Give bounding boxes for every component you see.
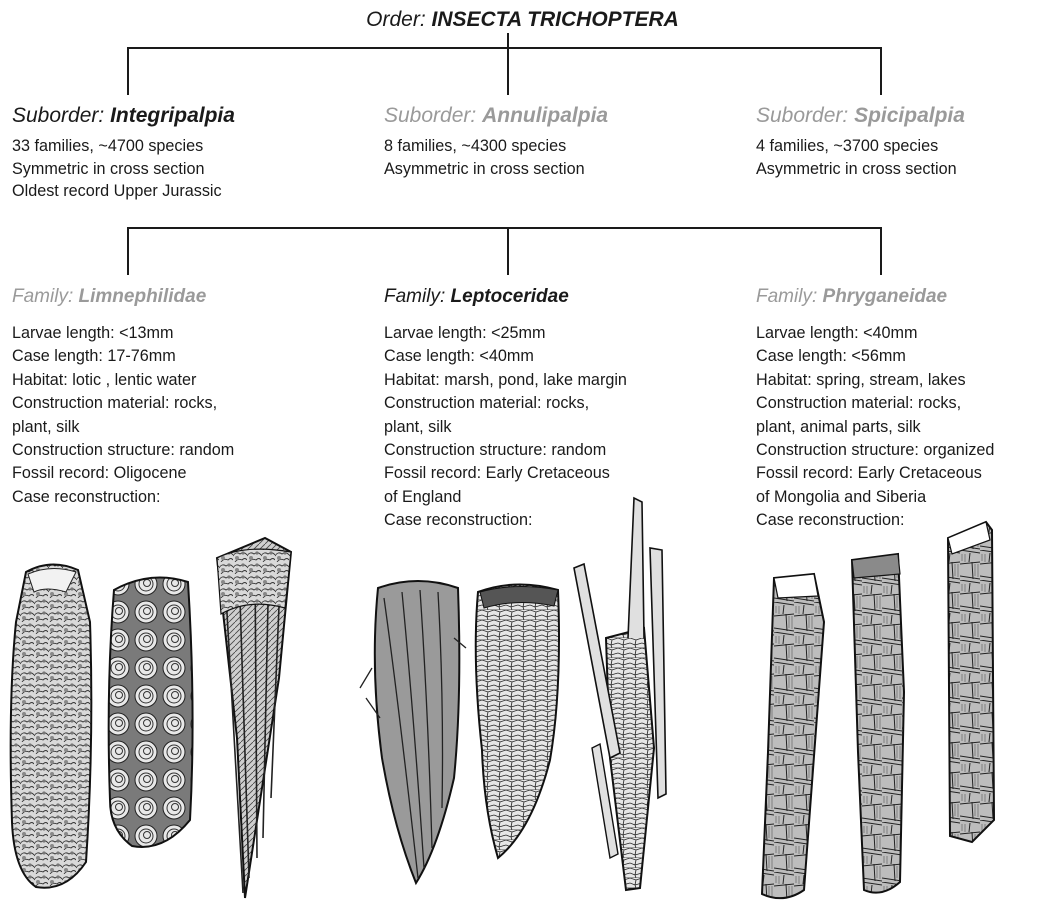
case-illustration-sand (470, 580, 566, 862)
order-prefix: Order: (366, 8, 426, 31)
info-line: Construction structure: random (12, 439, 234, 462)
case-illustration-plated-1 (754, 572, 830, 904)
connector-family-bar (127, 227, 882, 229)
suborder-info: 33 families, ~4700 species Symmetric in … (12, 135, 235, 203)
connector-suborder-bar (127, 47, 882, 49)
suborder-prefix: Suborder: (12, 104, 104, 127)
info-line: Fossil record: Early Cretaceous (384, 462, 627, 485)
suborder-name: Spicipalpia (854, 104, 965, 127)
family-leptoceridae: Family: Leptoceridae Larvae length: <25m… (384, 286, 627, 533)
family-phryganeidae: Family: Phryganeidae Larvae length: <40m… (756, 286, 994, 533)
family-heading: Family: Limnephilidae (12, 286, 234, 308)
info-line: Asymmetric in cross section (384, 158, 608, 181)
suborder-heading: Suborder: Annulipalpia (384, 104, 608, 128)
case-illustration-shell (104, 570, 198, 855)
info-line: of Mongolia and Siberia (756, 486, 994, 509)
family-info: Larvae length: <13mm Case length: 17-76m… (12, 322, 234, 509)
info-line: Case length: <40mm (384, 345, 627, 368)
suborder-info: 4 families, ~3700 species Asymmetric in … (756, 135, 965, 180)
connector-family-1 (127, 227, 129, 275)
connector-family-3 (880, 227, 882, 275)
info-line: 33 families, ~4700 species (12, 135, 235, 158)
info-line: Fossil record: Oligocene (12, 462, 234, 485)
connector-suborder-2 (507, 47, 509, 95)
suborder-spicipalpia: Suborder: Spicipalpia 4 families, ~3700 … (756, 104, 965, 180)
info-line: 8 families, ~4300 species (384, 135, 608, 158)
family-prefix: Family: (384, 286, 445, 307)
order-name: INSECTA TRICHOPTERA (432, 8, 679, 31)
info-line: Case length: <56mm (756, 345, 994, 368)
case-illustration-sticks (205, 538, 297, 903)
suborder-name: Integripalpia (110, 104, 235, 127)
family-limnephilidae: Family: Limnephilidae Larvae length: <13… (12, 286, 234, 509)
info-line: plant, silk (384, 416, 627, 439)
info-line: Construction structure: random (384, 439, 627, 462)
info-line: plant, animal parts, silk (756, 416, 994, 439)
info-line: Habitat: marsh, pond, lake margin (384, 369, 627, 392)
suborder-prefix: Suborder: (384, 104, 476, 127)
info-line: Construction material: rocks, (756, 392, 994, 415)
info-line: Construction material: rocks, (12, 392, 234, 415)
family-prefix: Family: (12, 286, 73, 307)
suborder-prefix: Suborder: (756, 104, 848, 127)
connector-suborder-3 (880, 47, 882, 95)
case-illustration-plated-3 (940, 520, 1002, 850)
info-line: Asymmetric in cross section (756, 158, 965, 181)
family-prefix: Family: (756, 286, 817, 307)
info-line: Larvae length: <25mm (384, 322, 627, 345)
case-illustration-long-sticks (570, 498, 682, 893)
case-illustration-pebble (6, 562, 96, 897)
suborder-heading: Suborder: Spicipalpia (756, 104, 965, 128)
suborder-heading: Suborder: Integripalpia (12, 104, 235, 128)
connector-family-2 (507, 227, 509, 275)
info-line: 4 families, ~3700 species (756, 135, 965, 158)
info-line: Construction structure: organized (756, 439, 994, 462)
info-line: Fossil record: Early Cretaceous (756, 462, 994, 485)
suborder-name: Annulipalpia (482, 104, 608, 127)
order-title: Order: INSECTA TRICHOPTERA (0, 8, 1045, 32)
suborder-integripalpia: Suborder: Integripalpia 33 families, ~47… (12, 104, 235, 203)
info-line: plant, silk (12, 416, 234, 439)
info-line: Larvae length: <40mm (756, 322, 994, 345)
info-line: Habitat: lotic , lentic water (12, 369, 234, 392)
family-heading: Family: Phryganeidae (756, 286, 994, 308)
suborder-annulipalpia: Suborder: Annulipalpia 8 families, ~4300… (384, 104, 608, 180)
info-line: Habitat: spring, stream, lakes (756, 369, 994, 392)
case-illustration-plant (358, 578, 468, 890)
info-line: Oldest record Upper Jurassic (12, 180, 235, 203)
connector-suborder-1 (127, 47, 129, 95)
family-heading: Family: Leptoceridae (384, 286, 627, 308)
family-info: Larvae length: <40mm Case length: <56mm … (756, 322, 994, 533)
family-name: Phryganeidae (823, 286, 948, 307)
info-line: Larvae length: <13mm (12, 322, 234, 345)
suborder-info: 8 families, ~4300 species Asymmetric in … (384, 135, 608, 180)
info-line: Symmetric in cross section (12, 158, 235, 181)
case-illustration-plated-2 (842, 552, 914, 900)
info-line: Construction material: rocks, (384, 392, 627, 415)
family-name: Leptoceridae (451, 286, 569, 307)
info-line: Case length: 17-76mm (12, 345, 234, 368)
family-name: Limnephilidae (79, 286, 207, 307)
info-line: Case reconstruction: (12, 486, 234, 509)
connector-order-stem (507, 33, 509, 48)
